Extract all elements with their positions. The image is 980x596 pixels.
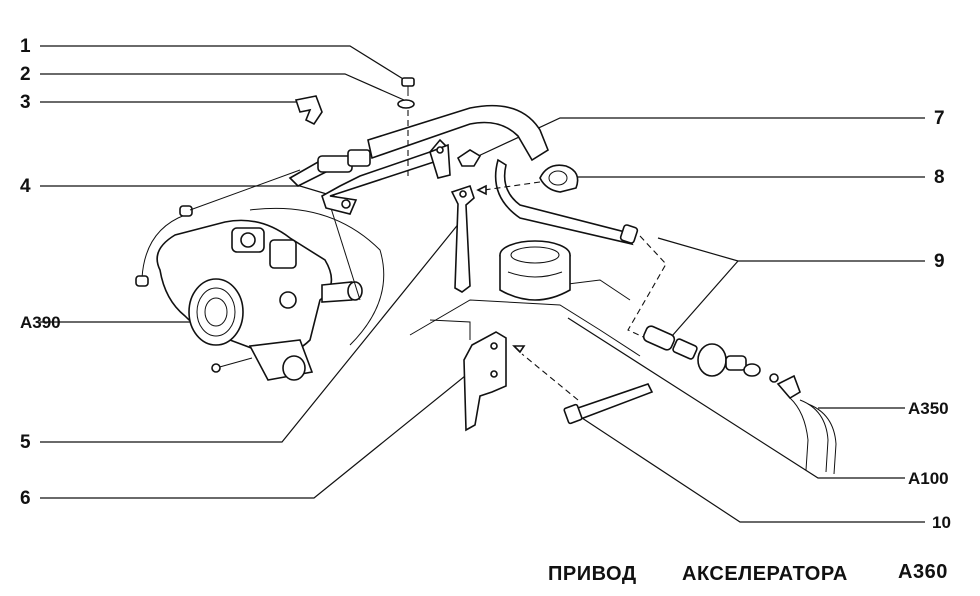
ref-a350: A350 <box>908 399 949 418</box>
cable-tie <box>563 383 654 425</box>
mount-bracket <box>463 331 579 432</box>
callout-4: 4 <box>20 176 31 197</box>
callout-3: 3 <box>20 92 31 113</box>
callout-8: 8 <box>934 167 945 188</box>
callout-1: 1 <box>20 36 31 57</box>
ref-a390: A390 <box>20 313 61 332</box>
intake-area <box>409 240 641 357</box>
diagram-code: A360 <box>898 561 948 583</box>
pedal-side <box>776 374 837 475</box>
callout-5: 5 <box>20 432 31 453</box>
diagram-title-word-2: АКСЕЛЕРАТОРА <box>682 563 848 585</box>
clip-and-clamp <box>456 149 579 196</box>
small-hardware <box>294 77 415 180</box>
cable-bracket <box>321 138 451 215</box>
leader-lines <box>40 45 925 523</box>
ref-a100: A100 <box>908 469 949 488</box>
support-bracket <box>450 184 475 293</box>
callout-6: 6 <box>20 488 31 509</box>
callout-7: 7 <box>934 108 945 129</box>
callout-10: 10 <box>932 513 951 532</box>
diagram-title-word-1: ПРИВОД <box>548 563 637 585</box>
throttle-body <box>135 204 385 381</box>
callout-9: 9 <box>934 251 945 272</box>
cable-end-fittings <box>642 325 779 383</box>
accelerator-cable <box>189 104 667 341</box>
callout-2: 2 <box>20 64 31 85</box>
